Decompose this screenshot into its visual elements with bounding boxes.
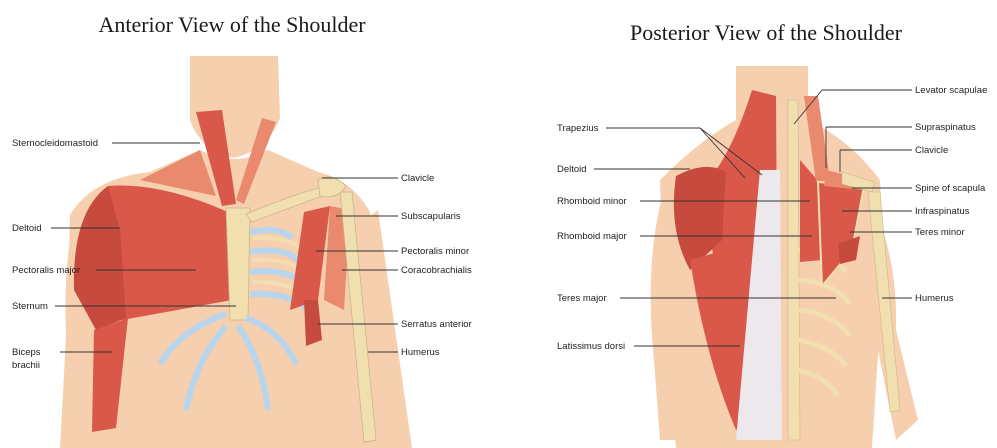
label-spine-of-scapula: Spine of scapula <box>915 183 986 194</box>
sternum-bone <box>226 208 250 320</box>
label-clavicle: Clavicle <box>401 173 434 184</box>
anterior-body-illustration <box>60 56 412 448</box>
spine <box>788 100 800 440</box>
label-rhomboid-minor: Rhomboid minor <box>557 196 627 207</box>
anterior-view: Anterior View of the Shoulder <box>12 12 472 448</box>
label-deltoid-posterior: Deltoid <box>557 164 587 175</box>
label-pectoralis-minor: Pectoralis minor <box>401 246 469 257</box>
label-trapezius: Trapezius <box>557 123 599 134</box>
label-supraspinatus: Supraspinatus <box>915 122 976 133</box>
posterior-body-illustration <box>651 66 918 448</box>
label-rhomboid-major: Rhomboid major <box>557 231 627 242</box>
label-humerus-posterior: Humerus <box>915 293 954 304</box>
label-coracobrachialis: Coracobrachialis <box>401 265 472 276</box>
posterior-view: Posterior View of the Shoulder <box>557 20 987 448</box>
label-humerus: Humerus <box>401 347 440 358</box>
label-serratus-anterior: Serratus anterior <box>401 319 472 330</box>
label-teres-major: Teres major <box>557 293 607 304</box>
label-latissimus-dorsi: Latissimus dorsi <box>557 341 625 352</box>
anterior-title: Anterior View of the Shoulder <box>98 12 366 37</box>
label-biceps-line2: brachii <box>12 360 40 371</box>
label-biceps-line1: Biceps <box>12 347 41 358</box>
label-deltoid: Deltoid <box>12 223 42 234</box>
label-clavicle-posterior: Clavicle <box>915 145 948 156</box>
label-sternum: Sternum <box>12 301 48 312</box>
label-pectoralis-major: Pectoralis major <box>12 265 80 276</box>
label-levator-scapulae: Levator scapulae <box>915 85 987 96</box>
label-sternocleidomastoid: Sternocleidomastoid <box>12 138 98 149</box>
label-subscapularis: Subscapularis <box>401 211 461 222</box>
label-teres-minor: Teres minor <box>915 227 965 238</box>
posterior-title: Posterior View of the Shoulder <box>630 20 903 45</box>
label-infraspinatus: Infraspinatus <box>915 206 970 217</box>
